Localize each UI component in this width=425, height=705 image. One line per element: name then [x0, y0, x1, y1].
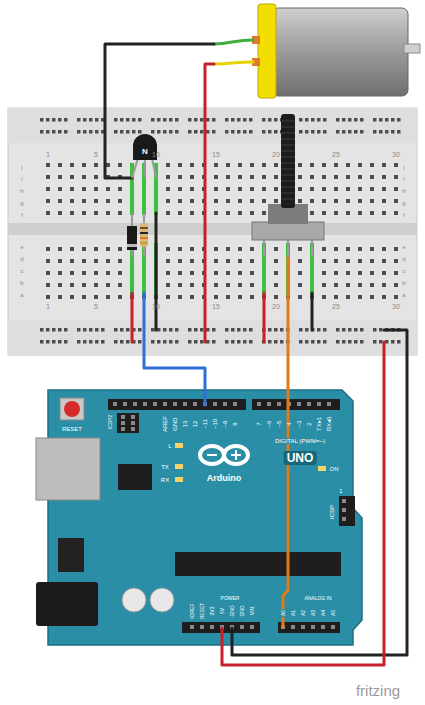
row-letter: c — [403, 268, 406, 274]
led-label: L — [168, 443, 171, 449]
column-number: 1 — [46, 151, 50, 158]
column-number: 10 — [152, 151, 160, 158]
pin-label: 8 — [232, 422, 238, 425]
row-letter: a — [402, 292, 405, 298]
section-label: ANALOG IN — [304, 596, 331, 601]
pin-number: 1 — [339, 488, 342, 494]
pin-label: GND — [172, 417, 178, 430]
header-label: ICSP — [329, 505, 335, 519]
row-letter: g — [402, 200, 405, 206]
pin-label: ~3 — [296, 421, 302, 428]
pin-label: ~6 — [266, 421, 272, 428]
column-number: 20 — [272, 303, 280, 310]
row-letter: a — [20, 292, 23, 298]
pin-label: RX◂0 — [326, 417, 332, 432]
diode — [127, 213, 137, 257]
row-letter: i — [403, 176, 404, 182]
row-letter: d — [402, 256, 405, 262]
watermark: fritzing — [356, 683, 400, 698]
pin-label: 13 — [182, 421, 188, 428]
pin-label: A1 — [291, 609, 296, 617]
led-label: ON — [330, 466, 339, 472]
column-number: 10 — [152, 303, 160, 310]
row-letter: e — [402, 244, 405, 250]
transistor-label: N — [142, 148, 148, 156]
potentiometer — [252, 114, 324, 257]
pin-label: 5V — [220, 607, 225, 615]
board-model: UNO — [284, 451, 317, 465]
row-letter: f — [21, 212, 23, 218]
pin-label: TX▸1 — [316, 417, 322, 431]
row-letter: e — [20, 244, 23, 250]
rail-holes — [40, 118, 401, 344]
section-label: DIGITAL (PWM=~) — [274, 438, 326, 444]
column-number: 30 — [392, 303, 400, 310]
column-number: 20 — [272, 151, 280, 158]
row-letter: h — [20, 188, 23, 194]
column-number: 30 — [392, 151, 400, 158]
pin-label: GND — [240, 604, 245, 617]
pin-label: GND — [230, 604, 235, 617]
pin-label: 7 — [256, 422, 262, 425]
row-letter: f — [403, 212, 405, 218]
row-letter: b — [402, 280, 405, 286]
section-label: POWER — [221, 596, 240, 601]
row-letter: b — [20, 280, 23, 286]
wires — [105, 40, 407, 665]
pin-label: RESET — [200, 602, 205, 621]
column-number: 1 — [46, 303, 50, 310]
pin-label: A3 — [311, 609, 316, 617]
led-label: TX — [161, 464, 169, 470]
row-letter: g — [20, 200, 23, 206]
pin-label: 3V3 — [210, 606, 215, 617]
dc-motor — [252, 4, 420, 98]
row-letter: i — [21, 176, 22, 182]
pin-label: A0 — [281, 609, 286, 617]
pin-label: 2 — [306, 422, 312, 425]
row-letter: d — [20, 256, 23, 262]
pin-label: IOREF — [190, 602, 195, 619]
column-number: 15 — [212, 303, 220, 310]
column-number: 5 — [94, 151, 98, 158]
row-letter: j — [21, 164, 22, 170]
pin-label: ~5 — [276, 421, 282, 428]
pin-label: 12 — [192, 421, 198, 428]
button-label: RESET — [62, 426, 82, 432]
breadboard — [8, 108, 417, 355]
pin-label: ~10 — [212, 419, 218, 429]
column-number: 15 — [212, 151, 220, 158]
brand-name: Arduino — [207, 474, 242, 483]
column-number: 25 — [332, 303, 340, 310]
pin-label: A4 — [321, 609, 326, 617]
header-pins — [113, 402, 346, 629]
arduino-logo — [200, 446, 248, 464]
pin-label: AREF — [162, 416, 168, 432]
pin-label: ~11 — [202, 419, 208, 429]
pin-label: A2 — [301, 609, 306, 617]
column-number: 25 — [332, 151, 340, 158]
pin-label: 4 — [286, 422, 292, 425]
arduino-board — [36, 390, 362, 645]
header-label: ICSP2 — [108, 415, 113, 429]
row-letter: c — [21, 268, 24, 274]
column-number: 5 — [94, 303, 98, 310]
pin-label: VIN — [250, 606, 255, 616]
pin-label: ~9 — [222, 421, 228, 428]
row-letter: j — [403, 164, 404, 170]
resistor — [140, 213, 148, 257]
row-letter: h — [402, 188, 405, 194]
led-label: RX — [161, 477, 169, 483]
pin-label: A5 — [331, 609, 336, 617]
